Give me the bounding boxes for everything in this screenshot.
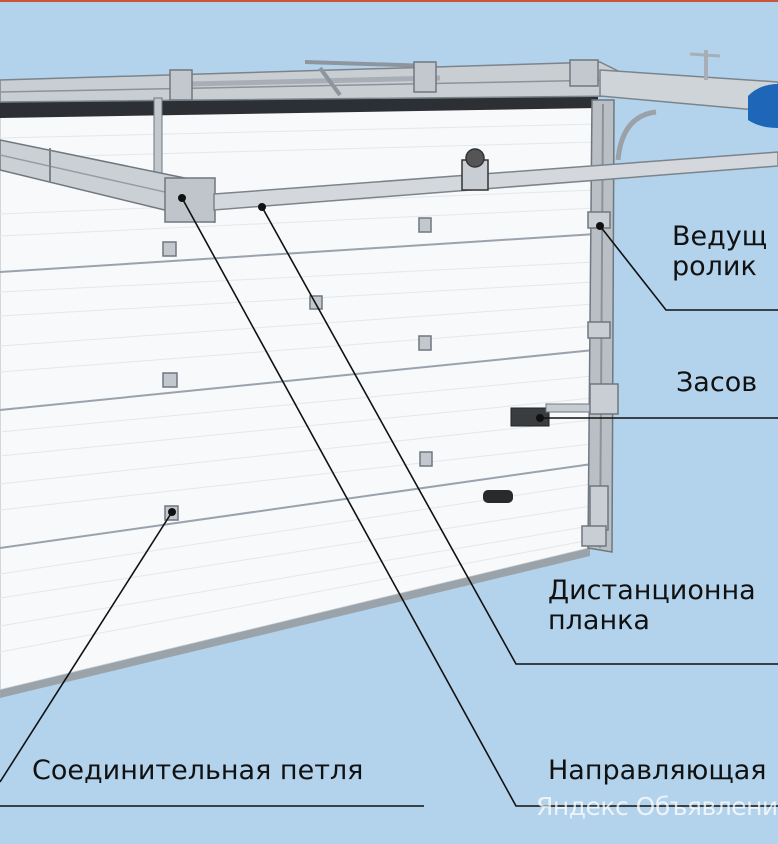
leader-hinge <box>0 511 173 783</box>
curved-arm <box>615 109 657 161</box>
label-guide: Направляющая <box>548 755 767 786</box>
motor-unit <box>748 84 778 128</box>
top-roller <box>461 148 489 191</box>
spacer-rod <box>213 151 778 211</box>
label-drive-roller: Ведущ ролик <box>672 221 768 283</box>
label-drive-roller-line2: ролик <box>672 251 757 283</box>
torsion-shaft <box>599 69 778 113</box>
label-spacer-line2: планка <box>548 605 650 637</box>
label-drive-roller-line1: Ведущ <box>672 221 768 252</box>
leader-guide <box>181 197 778 807</box>
label-spacer-line1: Дистанционна <box>548 575 756 606</box>
leader-spacer <box>261 206 778 665</box>
cable-rod <box>189 75 441 87</box>
panel-section-joints <box>0 233 597 549</box>
label-spacer: Дистанционна планка <box>548 575 756 637</box>
top-border-line <box>0 0 778 2</box>
leader-dots <box>168 194 604 516</box>
label-bolt: Засов <box>676 367 758 398</box>
door-bottom-edge <box>0 548 590 698</box>
leader-drive-roller <box>599 225 778 311</box>
door-handle <box>483 490 513 503</box>
watermark: Яндекс Объявления <box>536 792 778 821</box>
roller-brackets <box>581 211 611 547</box>
leader-lines <box>0 197 778 807</box>
label-hinge: Соединительная петля <box>32 755 364 786</box>
